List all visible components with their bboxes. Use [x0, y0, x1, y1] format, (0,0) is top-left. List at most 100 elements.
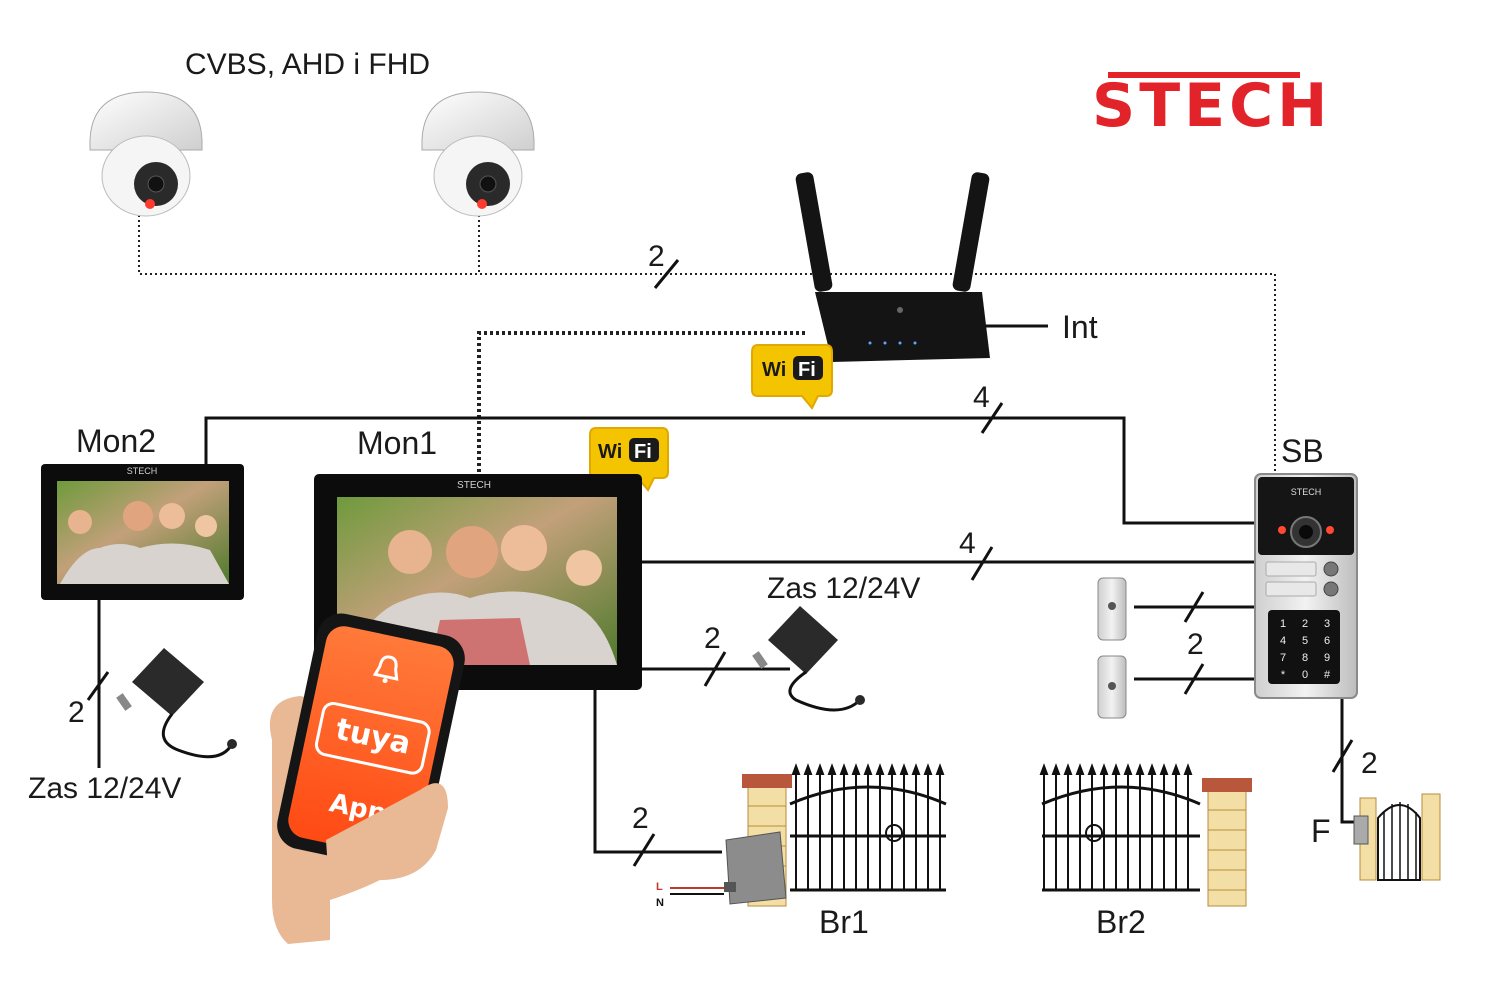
gate-spike — [863, 763, 873, 775]
keypad-key[interactable]: 3 — [1324, 618, 1330, 630]
family-photo-mon2 — [60, 501, 229, 584]
slash-mon1-power — [703, 651, 727, 687]
wifi-badge-router: Wi Fi — [751, 344, 833, 410]
gate-spike — [803, 763, 813, 775]
mon1-label: Mon1 — [357, 425, 437, 461]
stech-logo-text: STECH — [1092, 71, 1331, 141]
camera-dome-left — [89, 91, 203, 217]
camera-bus — [138, 210, 1276, 474]
motor-n-label: N — [656, 897, 664, 909]
power-adapter-mon2 — [116, 648, 237, 759]
electric-lock — [1353, 815, 1369, 845]
internet-label: Int — [1062, 309, 1098, 345]
keypad-key[interactable]: 6 — [1324, 635, 1330, 647]
lock-label: F — [1311, 813, 1331, 849]
slash-button2 — [1183, 663, 1205, 695]
hand-fingers — [326, 783, 448, 900]
gate-spike — [815, 763, 825, 775]
count-cameras: 2 — [648, 240, 665, 273]
gate-spike — [1123, 763, 1133, 775]
br1-label: Br1 — [819, 904, 869, 940]
mon2-screen-brand: STECH — [127, 466, 158, 476]
slash-mon1-sb — [970, 546, 994, 581]
gate-spike — [1039, 763, 1049, 775]
keypad[interactable] — [1268, 610, 1340, 684]
gate-spike — [875, 763, 885, 775]
gate-spike — [839, 763, 849, 775]
call-button-1[interactable] — [1323, 561, 1339, 577]
gate-spike — [1075, 763, 1085, 775]
mon2-label: Mon2 — [76, 423, 156, 459]
name-tag-2 — [1265, 581, 1317, 597]
count-mon2-sb: 4 — [973, 381, 990, 414]
wifi-badge2-text-right: Fi — [634, 441, 652, 463]
slash-mon2-sb — [980, 402, 1004, 434]
router — [795, 172, 990, 362]
keypad-key[interactable]: 7 — [1280, 652, 1286, 664]
count-mon1-sb: 4 — [959, 527, 976, 560]
gate-spike — [1147, 763, 1157, 775]
mon1-power-label: Zas 12/24V — [767, 572, 920, 605]
gate-spike — [899, 763, 909, 775]
phone-with-tuya-app: tuya App — [269, 613, 465, 944]
gate-spike — [1159, 763, 1169, 775]
slash-lock — [1331, 739, 1354, 773]
monitor-mon2: STECH — [41, 464, 244, 600]
mon2-power-label: Zas 12/24V — [28, 772, 181, 805]
power-adapter-mon1 — [752, 606, 865, 712]
count-buttons: 2 — [1187, 628, 1204, 661]
wifi-link — [477, 331, 805, 476]
keypad-key[interactable]: 2 — [1302, 618, 1308, 630]
keypad-keys[interactable]: 1 2 3 4 5 6 7 8 9 * 0 # — [1280, 618, 1331, 681]
gate-spike — [1063, 763, 1073, 775]
gate-spike — [791, 763, 801, 775]
count-gate1: 2 — [632, 802, 649, 835]
gate-spike — [887, 763, 897, 775]
gate-spike — [851, 763, 861, 775]
count-lock: 2 — [1361, 747, 1378, 780]
keypad-key[interactable]: 0 — [1302, 669, 1308, 681]
camera-type-label: CVBS, AHD i FHD — [185, 48, 430, 81]
keypad-key[interactable]: 4 — [1280, 635, 1286, 647]
gate-motor — [670, 831, 787, 905]
mon1-screen-brand: STECH — [457, 480, 491, 491]
gate-spike — [1051, 763, 1061, 775]
gate-spike — [923, 763, 933, 775]
call-button-2[interactable] — [1323, 581, 1339, 597]
keypad-key[interactable]: 9 — [1324, 652, 1330, 664]
gate-br2 — [1039, 763, 1252, 907]
count-mon1-power: 2 — [704, 622, 721, 655]
wifi-badge-text-right: Fi — [798, 359, 816, 381]
motor-l-label: L — [656, 881, 663, 893]
gate-spike — [911, 763, 921, 775]
keypad-key[interactable]: 5 — [1302, 635, 1308, 647]
gate-spike — [827, 763, 837, 775]
camera-dome-right — [421, 91, 535, 217]
count-mon2-power: 2 — [68, 696, 85, 729]
gate-spike — [1135, 763, 1145, 775]
name-tag-1 — [1265, 561, 1317, 577]
keypad-key[interactable]: # — [1324, 669, 1331, 681]
keypad-key[interactable]: 1 — [1280, 618, 1286, 630]
gate-spike — [1171, 763, 1181, 775]
slash-cameras — [653, 259, 680, 289]
gate1-line — [593, 688, 722, 854]
gate-spike — [1099, 763, 1109, 775]
wifi-badge2-text-left: Wi — [598, 441, 622, 463]
sb-label: SB — [1281, 433, 1324, 469]
slash-button1 — [1183, 591, 1205, 623]
slash-gate1 — [632, 833, 656, 867]
wicket-gate — [1353, 793, 1441, 881]
gate-spike — [1183, 763, 1193, 775]
gate-spike — [935, 763, 945, 775]
mon2-sb-line — [204, 416, 1258, 525]
slash-mon2-power — [86, 671, 110, 701]
keypad-key[interactable]: * — [1281, 669, 1286, 681]
lock-line — [1340, 698, 1362, 824]
exit-button-2 — [1097, 655, 1127, 719]
br2-label: Br2 — [1096, 904, 1146, 940]
gate-spike — [1111, 763, 1121, 775]
keypad-key[interactable]: 8 — [1302, 652, 1308, 664]
